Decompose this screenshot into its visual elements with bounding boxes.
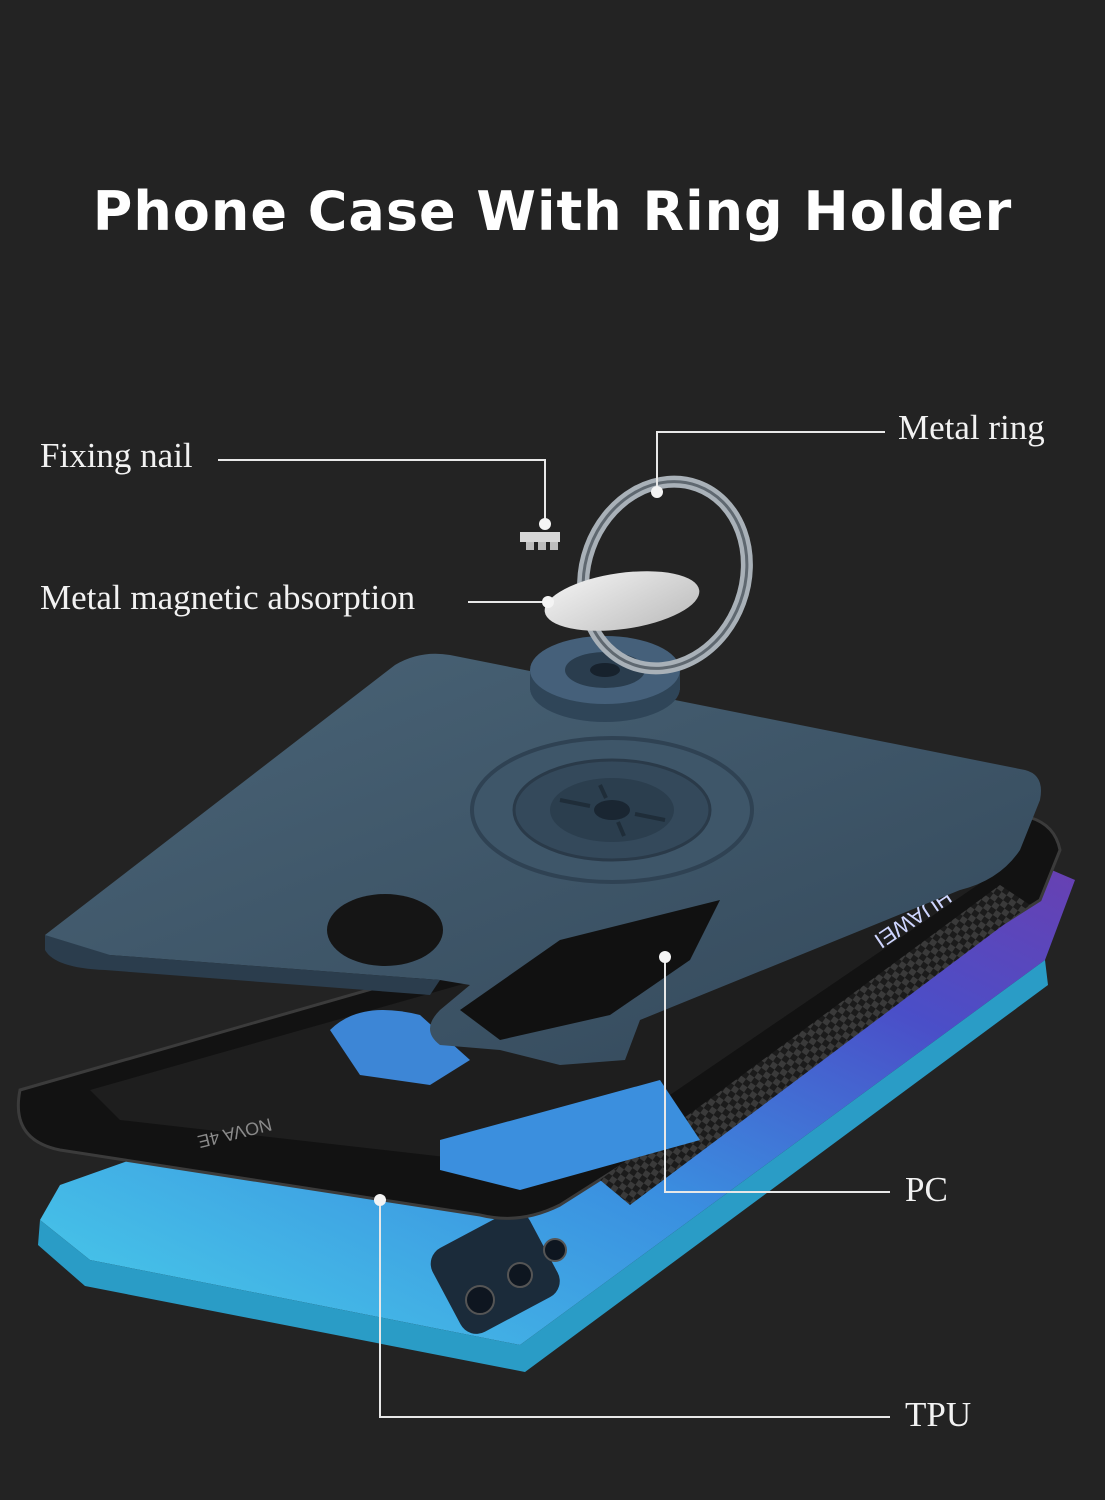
camera-module-icon xyxy=(430,1211,567,1334)
metal-magnetic-disc-icon xyxy=(544,571,700,631)
metal-ring-inner-edge xyxy=(581,480,749,670)
ring-rotor-icon xyxy=(530,636,680,722)
phone-peek-right xyxy=(440,1080,700,1190)
pc-logo-hole xyxy=(327,894,443,966)
label-fixing-nail: Fixing nail xyxy=(40,436,193,475)
ring-base-icon xyxy=(470,736,754,884)
callout-dots xyxy=(374,486,671,1206)
fixing-nail-icon xyxy=(520,532,560,550)
callout-lines xyxy=(218,431,890,1418)
label-pc: PC xyxy=(905,1170,948,1209)
label-tpu: TPU xyxy=(905,1395,972,1434)
pc-camera-cutout xyxy=(460,900,720,1040)
carbon-fiber-strip xyxy=(600,885,1030,1205)
label-metal-magnetic-absorption: Metal magnetic absorption xyxy=(40,578,416,617)
pc-shell-edge xyxy=(45,935,440,995)
label-metal-ring: Metal ring xyxy=(898,408,1045,447)
page-title: Phone Case With Ring Holder xyxy=(92,180,1013,243)
